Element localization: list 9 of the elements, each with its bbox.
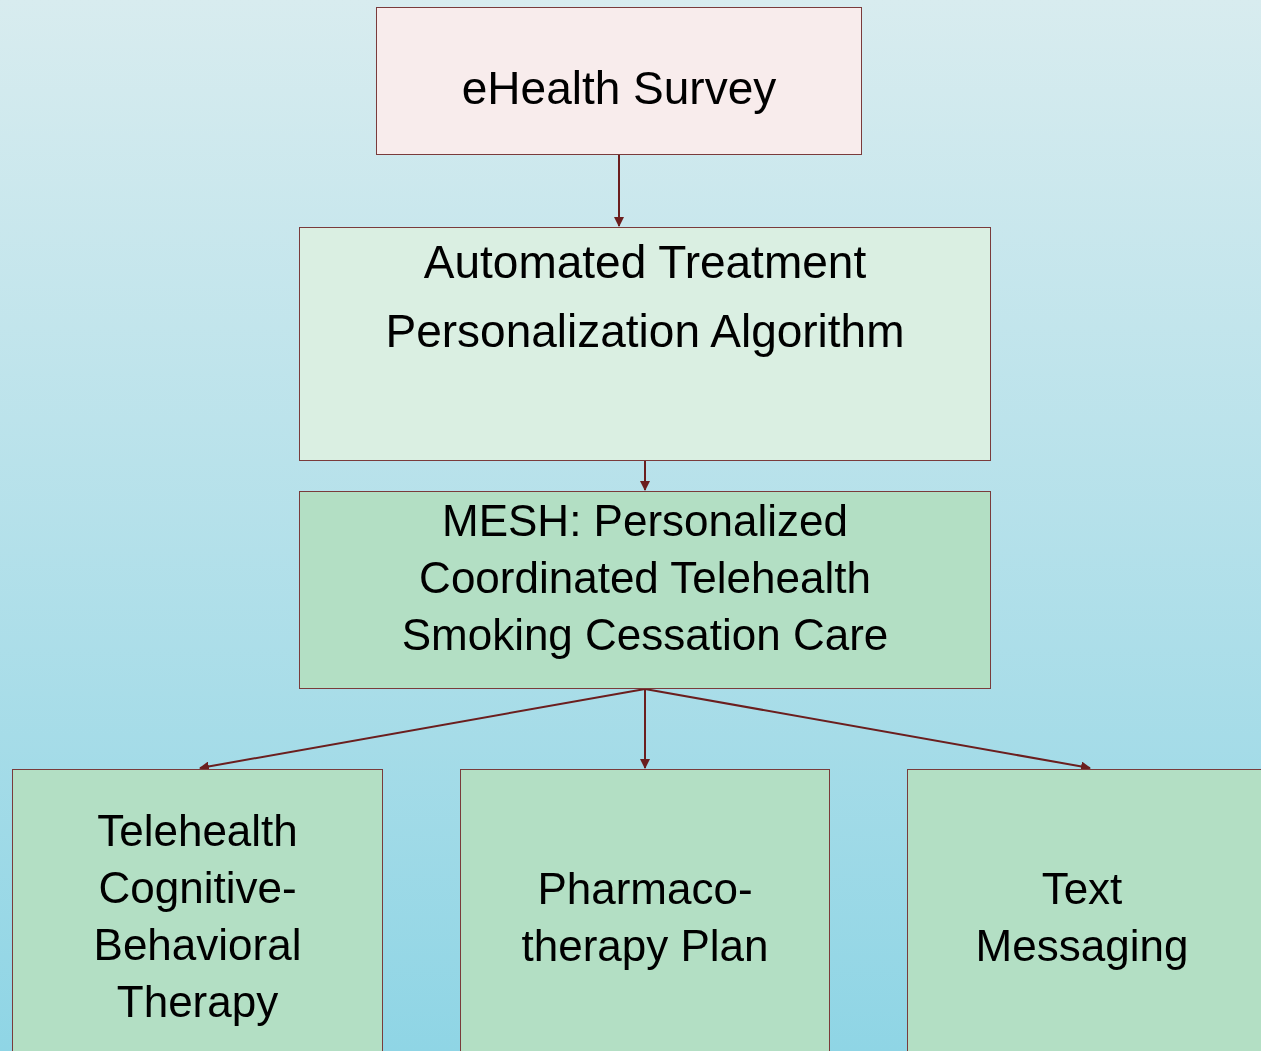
arrow <box>640 688 650 769</box>
process-box: Pharmaco-therapy Plan <box>460 769 830 1051</box>
process-box: Automated Treatment Personalization Algorithm <box>299 227 991 461</box>
process-box: Telehealth Cognitive-Behavioral Therapy <box>12 769 383 1051</box>
arrow <box>640 460 650 491</box>
arrow <box>614 154 624 227</box>
process-box: Text Messaging <box>907 769 1261 1051</box>
process-box: MESH: Personalized Coordinated Telehealth Smoking Cessation Care <box>299 491 991 689</box>
process-box: eHealth Survey <box>376 7 862 155</box>
